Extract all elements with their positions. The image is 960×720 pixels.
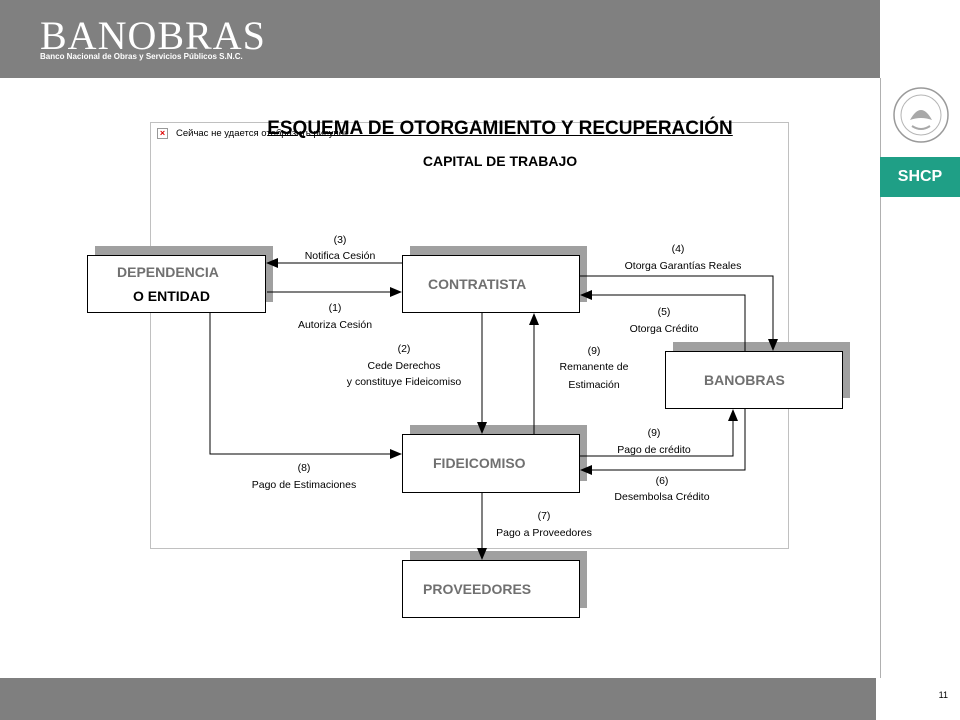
label-3-num: (3) xyxy=(333,234,347,246)
broken-image-icon: × xyxy=(157,128,168,139)
label-4-num: (4) xyxy=(671,243,685,255)
label-2-line2: y constituye Fideicomiso xyxy=(346,376,462,388)
broken-image-placeholder: × Сейчас не удается отобразить рисунок. xyxy=(157,128,351,139)
label-5-text: Otorga Crédito xyxy=(629,323,699,335)
label-3-text: Notifica Cesión xyxy=(304,250,376,262)
label-8-num: (8) xyxy=(297,462,311,474)
arrow-desembolsa-credito xyxy=(580,409,746,475)
shcp-badge: SHCP xyxy=(880,157,960,197)
label-6-num: (6) xyxy=(655,475,669,487)
node-contratista-label: CONTRATISTA xyxy=(428,276,527,292)
arrow-pago-credito xyxy=(580,409,738,457)
node-contratista: CONTRATISTA xyxy=(402,255,580,313)
label-9a-line2: Estimación xyxy=(568,379,620,391)
node-fideicomiso: FIDEICOMISO xyxy=(402,434,580,493)
diagram-frame xyxy=(150,122,789,549)
arrow-otorga-garantias xyxy=(580,275,778,351)
banobras-logo: BANOBRAS xyxy=(40,13,266,58)
header-bar xyxy=(0,0,880,78)
node-dependencia: DEPENDENCIA O ENTIDAD xyxy=(87,255,266,313)
label-9b-num: (9) xyxy=(647,427,661,439)
label-1-num: (1) xyxy=(328,302,342,314)
diagram-title: ESQUEMA DE OTORGAMIENTO Y RECUPERACIÓN xyxy=(267,118,733,139)
label-2-line1: Cede Derechos xyxy=(367,360,441,372)
label-1-text: Autoriza Cesión xyxy=(297,319,373,331)
arrow-otorga-credito xyxy=(580,290,746,351)
node-proveedores-label: PROVEEDORES xyxy=(423,581,532,597)
mexican-seal-icon xyxy=(893,87,949,143)
page-number: 11 xyxy=(938,690,948,700)
footer-bar xyxy=(0,678,876,720)
diagram-subtitle: CAPITAL DE TRABAJO xyxy=(422,153,578,169)
node-fideicomiso-label: FIDEICOMISO xyxy=(433,455,526,471)
label-9a-num: (9) xyxy=(587,345,601,357)
label-4-text: Otorga Garantías Reales xyxy=(624,260,742,272)
label-9b-text: Pago de crédito xyxy=(617,444,691,456)
arrow-pago-estimaciones xyxy=(209,313,402,459)
label-7-text: Pago a Proveedores xyxy=(496,527,592,539)
label-5-num: (5) xyxy=(657,306,671,318)
label-6-text: Desembolsa Crédito xyxy=(614,491,710,503)
label-9a-line1: Remanente de xyxy=(559,361,629,373)
label-7-num: (7) xyxy=(537,510,551,522)
broken-image-text: Сейчас не удается отобразить рисунок. xyxy=(176,128,351,139)
node-dependencia-line1: DEPENDENCIA xyxy=(117,264,219,280)
node-proveedores: PROVEEDORES xyxy=(402,560,580,618)
label-8-text: Pago de Estimaciones xyxy=(251,479,357,491)
node-dependencia-line2: O ENTIDAD xyxy=(133,288,210,304)
node-banobras: BANOBRAS xyxy=(665,351,843,409)
footer-number-box xyxy=(876,678,960,720)
logo-subtitle: Banco Nacional de Obras y Servicios Públ… xyxy=(40,52,243,61)
label-2-num: (2) xyxy=(397,343,411,355)
node-banobras-label: BANOBRAS xyxy=(704,372,785,388)
